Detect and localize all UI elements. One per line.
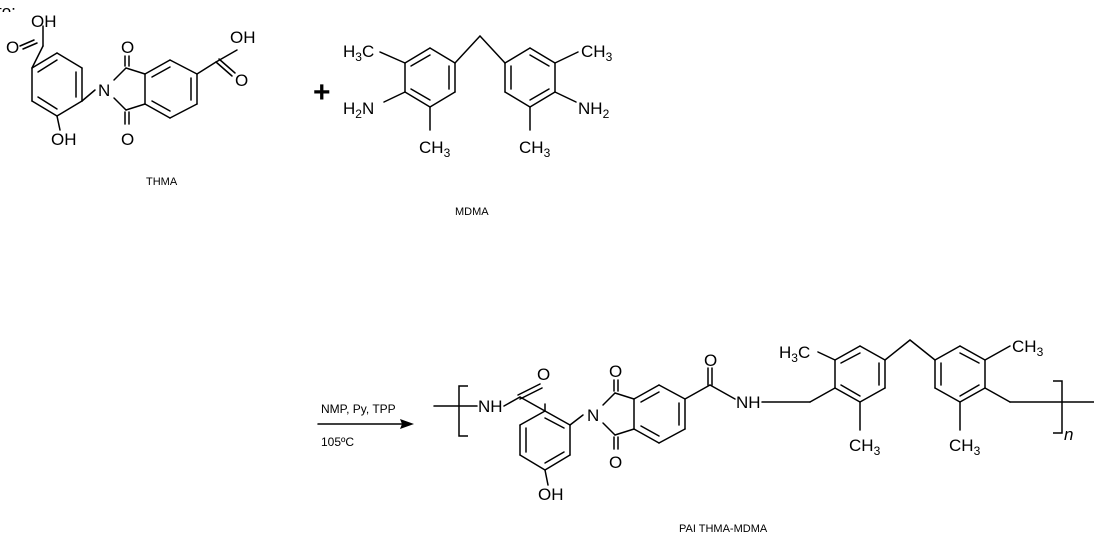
product-imide-o-bottom: O <box>609 453 622 472</box>
thma-left-ring <box>31 52 83 117</box>
product-imide-o-top: O <box>609 362 622 381</box>
product-nh-left: NH <box>478 397 503 416</box>
left-bracket <box>458 385 468 437</box>
reaction-temperature: 105ºC <box>321 435 354 449</box>
thma-structure <box>19 25 238 131</box>
mdma-h2n-label: H2N <box>343 99 374 121</box>
mdma-ch3-bottom-right-label: CH3 <box>519 138 551 160</box>
product-structure <box>433 339 1094 486</box>
thma-cooh-right-oh: OH <box>230 28 256 47</box>
product-caption: PAI THMA-MDMA <box>679 523 768 535</box>
product-left-ring <box>519 410 571 471</box>
thma-right-ring <box>144 59 198 119</box>
mdma-caption: MDMA <box>455 206 489 218</box>
product-h3c-label: H3C <box>779 343 810 365</box>
product-nh-right: NH <box>736 393 761 412</box>
thma-imide-ring <box>113 55 146 125</box>
product-phenol-oh: OH <box>538 485 564 504</box>
product-ch3-bottom-mid: CH3 <box>849 436 881 458</box>
plus-sign: + <box>313 76 331 109</box>
product-ch3-top-right: CH3 <box>1012 337 1044 359</box>
thma-imide-n: N <box>98 81 110 100</box>
mdma-h3c-label: H3C <box>343 42 374 64</box>
thma-imide-o-bottom: O <box>121 130 134 149</box>
product-imide-n: N <box>587 406 599 425</box>
mdma-ch3-top-right-label: CH3 <box>581 42 613 64</box>
repeat-unit-n: n <box>1064 425 1073 444</box>
product-carbonyl-o-left: O <box>537 365 550 384</box>
thma-imide-o-top: O <box>121 38 134 57</box>
mdma-left-ring <box>404 47 456 108</box>
mdma-structure <box>379 35 579 131</box>
product-mdma-right-ring <box>934 345 986 403</box>
reaction-arrow <box>317 419 414 429</box>
reaction-reagents: NMP, Py, TPP <box>321 402 396 416</box>
right-bracket <box>1053 380 1063 434</box>
mdma-right-ring <box>504 47 556 108</box>
thma-phenol-oh: OH <box>51 130 77 149</box>
product-imide-ring <box>602 379 635 450</box>
thma-cooh-top-oh: OH <box>31 12 57 31</box>
product-mdma-left-ring <box>809 345 886 403</box>
thma-caption: THMA <box>146 176 178 188</box>
thma-cooh-right-o: O <box>235 71 248 90</box>
thma-cooh-top-o: O <box>6 38 19 57</box>
header-fragment: to: <box>0 2 16 21</box>
mdma-nh2-label: NH2 <box>578 99 610 121</box>
product-phthalimide-ring <box>633 384 686 444</box>
product-ch3-bottom-right: CH3 <box>949 436 981 458</box>
product-carbonyl-o-right: O <box>704 351 717 370</box>
mdma-ch3-bottom-left-label: CH3 <box>419 138 451 160</box>
